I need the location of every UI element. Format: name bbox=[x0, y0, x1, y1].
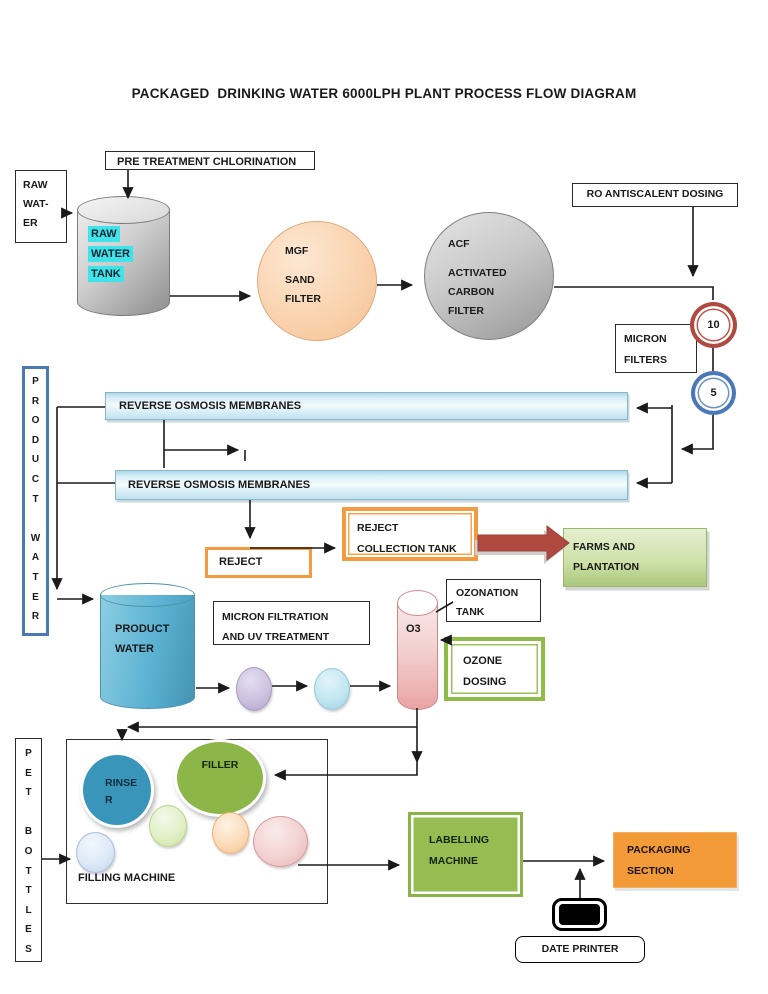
reject-box: REJECT bbox=[205, 547, 312, 578]
o3-label: O3 bbox=[406, 623, 421, 635]
filling-machine-label: FILLING MACHINE bbox=[78, 872, 176, 884]
micron-filter-5-circle: 5 bbox=[691, 371, 736, 415]
ro-membrane-bar-2: REVERSE OSMOSIS MEMBRANES bbox=[115, 470, 628, 500]
ro-membrane-bar-1: REVERSE OSMOSIS MEMBRANES bbox=[105, 392, 628, 420]
date-printer-box: DATE PRINTER bbox=[515, 936, 645, 963]
o3-top-ellipse bbox=[397, 590, 438, 616]
date-printer-icon bbox=[552, 898, 607, 931]
machine-small-orange-circle bbox=[212, 812, 249, 854]
block-arrow-to-farms bbox=[475, 524, 570, 564]
pw-top-ellipse bbox=[100, 583, 195, 607]
micron-filter-ellipse bbox=[236, 667, 272, 711]
machine-small-blue-circle bbox=[76, 832, 115, 873]
date-printer-icon-fill bbox=[559, 904, 600, 925]
uv-treatment-ellipse bbox=[314, 668, 350, 710]
pw-body bbox=[100, 595, 195, 697]
page-title: PACKAGED DRINKING WATER 6000LPH PLANT PR… bbox=[131, 86, 637, 101]
ro-antiscalent-dosing-box: RO ANTISCALENT DOSING bbox=[572, 183, 738, 207]
tank-top-ellipse bbox=[77, 196, 170, 224]
pre-treatment-chlorination-box: PRE TREATMENT CHLORINATION bbox=[105, 151, 315, 170]
ozonation-tank-cylinder: O3 bbox=[397, 590, 438, 712]
o3-body bbox=[397, 603, 438, 697]
machine-small-green-circle bbox=[149, 805, 187, 847]
filler-circle: FILLER bbox=[174, 739, 266, 817]
machine-pink-circle bbox=[253, 816, 308, 867]
micron-filter-10-circle: 10 bbox=[690, 302, 737, 348]
